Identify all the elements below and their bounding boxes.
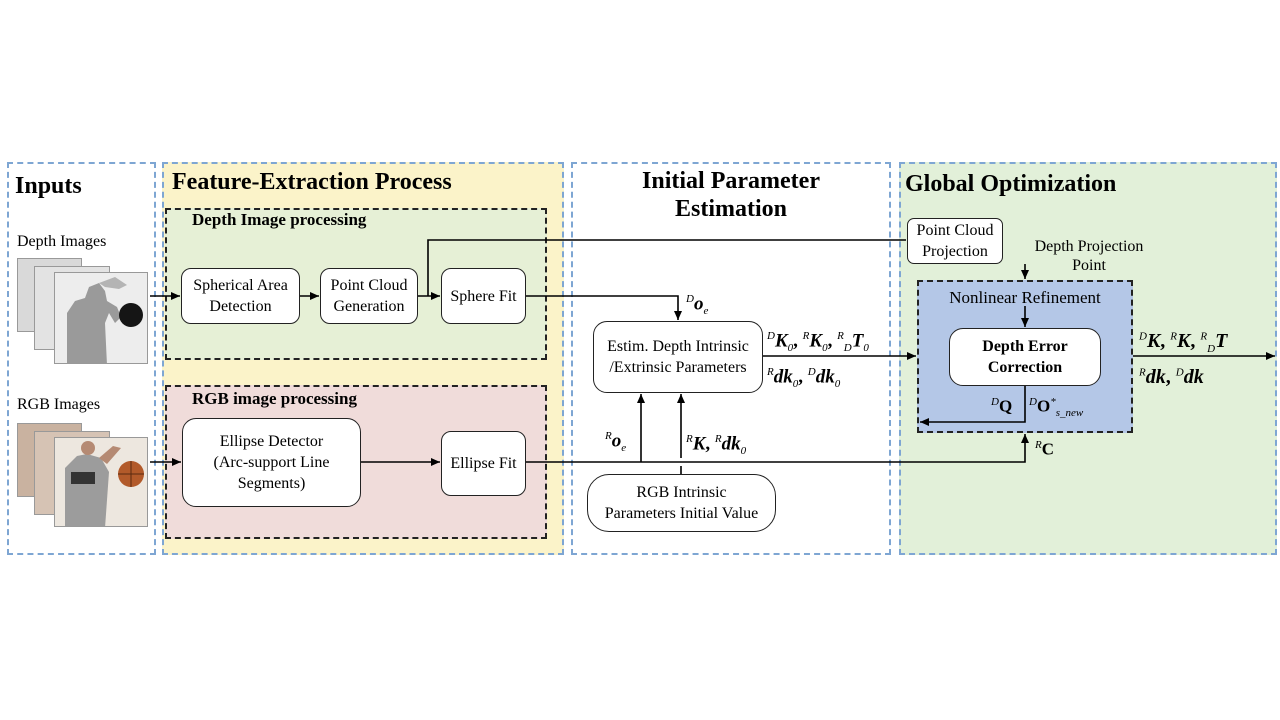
- depth-sphere-center-label: Doe: [686, 293, 709, 318]
- sphere-fit-node: Sphere Fit: [441, 268, 526, 324]
- rgb-intrinsic-label: RK, Rdk0: [686, 433, 747, 458]
- feature-extraction-title: Feature-Extraction Process: [172, 169, 452, 195]
- output-parameters-label-top: DK, RK, RDT: [1139, 330, 1228, 355]
- initial-estimation-panel: [571, 162, 891, 555]
- depth-processing-title: Depth Image processing: [192, 210, 367, 229]
- ellipse-detector-node: Ellipse Detector (Arc-support Line Segme…: [182, 418, 361, 507]
- depth-q-label: DQ: [991, 396, 1013, 416]
- rgb-intrinsic-initial-node: RGB Intrinsic Parameters Initial Value: [587, 474, 776, 532]
- rgb-images-label: RGB Images: [17, 396, 101, 413]
- spherical-area-detection-node: Spherical Area Detection: [181, 268, 300, 324]
- initial-estimation-title: Initial Parameter Estimation: [642, 168, 820, 222]
- point-cloud-generation-node: Point Cloud Generation: [320, 268, 418, 324]
- point-cloud-projection-node: Point Cloud Projection: [907, 218, 1003, 264]
- arrow-correction-feedback: [920, 386, 1026, 426]
- estim-depth-parameters-node: Estim. Depth Intrinsic /Extrinsic Parame…: [593, 321, 763, 393]
- rgb-person-photo: [55, 438, 147, 526]
- global-optimization-title: Global Optimization: [905, 171, 1117, 197]
- inputs-title: Inputs: [15, 173, 82, 199]
- output-parameters-label-bottom: Rdk, Ddk: [1139, 366, 1204, 388]
- rgb-image-thumbnail: [54, 437, 148, 527]
- arrow-spherefit-to-estim: [526, 295, 682, 320]
- arrow-pointcloud-to-projection: [427, 239, 906, 296]
- inputs-panel: [7, 162, 156, 555]
- nonlinear-refinement-title: Nonlinear Refinement: [949, 288, 1101, 307]
- rgb-processing-title: RGB image processing: [192, 389, 357, 408]
- initial-parameters-label-top: DK0, RK0, RDT0: [767, 330, 869, 355]
- arrow-ellipsefit-to-refinement: [526, 434, 1029, 463]
- depth-person-silhouette: [55, 273, 147, 363]
- rgb-ellipse-center-label: Roe: [605, 430, 627, 455]
- depth-projection-point-label: Depth Projection Point: [1034, 238, 1144, 274]
- ellipse-fit-node: Ellipse Fit: [441, 431, 526, 496]
- initial-parameters-label-bottom: Rdk0, Ddk0: [767, 366, 841, 391]
- depth-image-thumbnail: [54, 272, 148, 364]
- depth-o-new-label: DO*s_new: [1029, 396, 1084, 420]
- depth-images-label: Depth Images: [17, 233, 107, 250]
- depth-error-correction-node: Depth Error Correction: [949, 328, 1101, 386]
- rgb-c-label: RC: [1035, 439, 1055, 459]
